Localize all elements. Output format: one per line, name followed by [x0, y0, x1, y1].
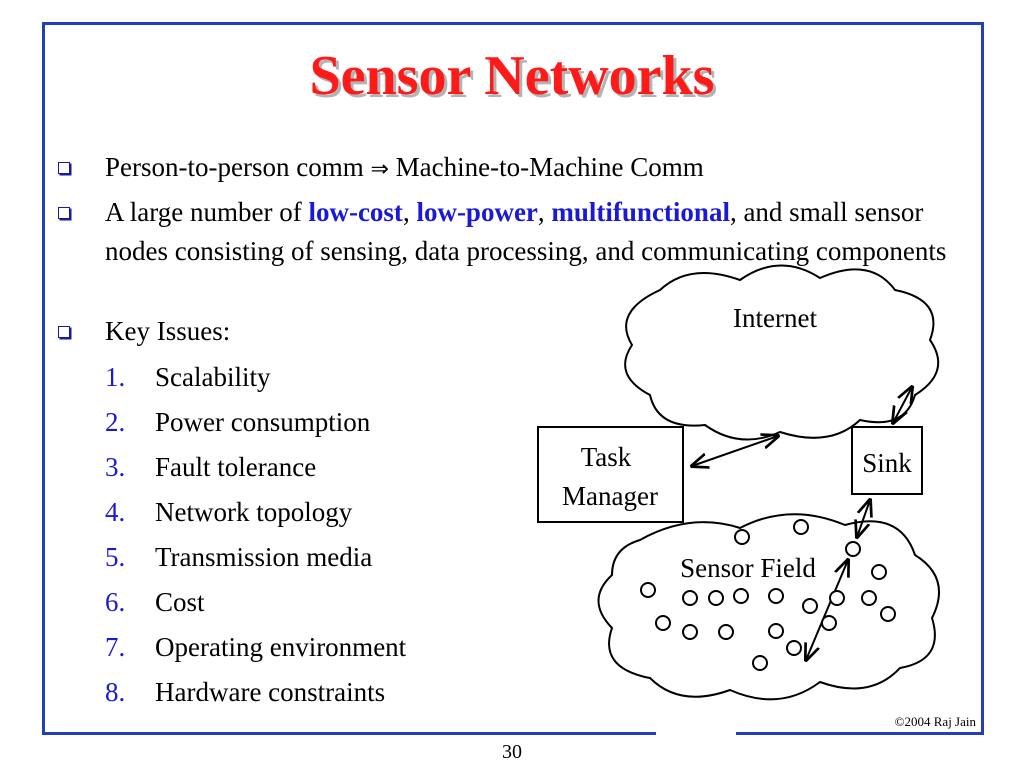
sensor-node — [752, 655, 768, 671]
list-item: Fault tolerance — [155, 452, 317, 482]
bullet-2-sep1: , — [402, 197, 417, 227]
sensor-node — [734, 529, 750, 545]
task-manager-label-line2: Manager — [562, 481, 658, 511]
sensor-node — [682, 590, 698, 606]
list-item: Network topology — [155, 497, 353, 527]
bullet-3: Key Issues: — [105, 316, 231, 346]
sensor-node — [802, 598, 818, 614]
internet-cloud — [624, 264, 940, 441]
sensor-node — [768, 623, 784, 639]
list-item: Cost — [155, 587, 205, 617]
sensor-nodes — [640, 519, 896, 671]
arrow-task-manager-internet — [692, 436, 778, 466]
list-item: Hardware constraints — [155, 677, 386, 707]
sink-box — [851, 426, 923, 495]
list-number: 4. — [105, 497, 126, 527]
list-number: 3. — [105, 452, 126, 482]
list-item: Power consumption — [155, 407, 371, 437]
frame-top — [42, 22, 984, 25]
implies-arrow: ⇒ — [370, 157, 389, 182]
frame-bottom-left — [42, 732, 656, 735]
sensor-node — [786, 640, 802, 656]
sensor-field-label: Sensor Field — [680, 553, 816, 583]
task-manager-box — [537, 426, 684, 523]
bullet-marker-1 — [58, 162, 70, 174]
bullet-2-suffix: , and small sensor nodes consisting of s… — [105, 197, 947, 266]
arrow-sensor-multihop — [806, 560, 848, 660]
list-number: 1. — [105, 362, 126, 392]
sensor-node — [793, 519, 809, 535]
highlight-multifunctional: multifunctional — [551, 197, 730, 227]
list-number: 2. — [105, 407, 126, 437]
list-item: Operating environment — [155, 632, 407, 662]
sensor-node — [682, 624, 698, 640]
bullet-marker-2 — [58, 207, 70, 219]
list-number: 8. — [105, 677, 126, 707]
sensor-node — [718, 624, 734, 640]
list-item: Scalability — [155, 362, 271, 392]
sensor-node — [768, 588, 784, 604]
sensor-node — [880, 606, 896, 622]
list-number: 7. — [105, 632, 126, 662]
slide-title: Sensor Networks — [309, 45, 715, 107]
arrow-sink-sensor-node — [857, 500, 870, 537]
bullet-2: A large number of low-cost, low-power, m… — [105, 193, 965, 271]
frame-right — [981, 22, 984, 735]
sensor-node — [708, 590, 724, 606]
bullet-marker-3 — [58, 326, 70, 338]
arrow-sink-internet — [893, 387, 912, 423]
frame-bottom-right — [736, 732, 984, 735]
sensor-node — [640, 582, 656, 598]
list-item: Transmission media — [155, 542, 373, 572]
sensor-node — [733, 588, 749, 604]
task-manager-label-line1: Task — [581, 442, 632, 472]
bullet-2-prefix: A large number of — [105, 197, 309, 227]
sensor-node — [861, 590, 877, 606]
bullet-1-left: Person-to-person comm — [105, 152, 364, 182]
list-number: 5. — [105, 542, 126, 572]
copyright: ©2004 Raj Jain — [894, 714, 976, 729]
page-number: 30 — [502, 741, 522, 763]
list-number: 6. — [105, 587, 126, 617]
sink-label: Sink — [862, 448, 912, 478]
highlight-low-cost: low-cost — [308, 197, 403, 227]
sensor-field-cloud — [597, 513, 940, 701]
frame-left — [42, 22, 45, 735]
highlight-low-power: low-power — [416, 197, 538, 227]
sensor-node — [655, 615, 671, 631]
bullet-1-right: Machine-to-Machine Comm — [395, 152, 704, 182]
bullet-2-sep2: , — [537, 197, 552, 227]
sensor-node — [845, 541, 861, 557]
sensor-node — [829, 590, 845, 606]
internet-label: Internet — [733, 303, 817, 333]
bullet-1: Person-to-person comm ⇒ Machine-to-Machi… — [105, 148, 985, 189]
sensor-node — [821, 615, 837, 631]
sensor-node — [871, 564, 887, 580]
